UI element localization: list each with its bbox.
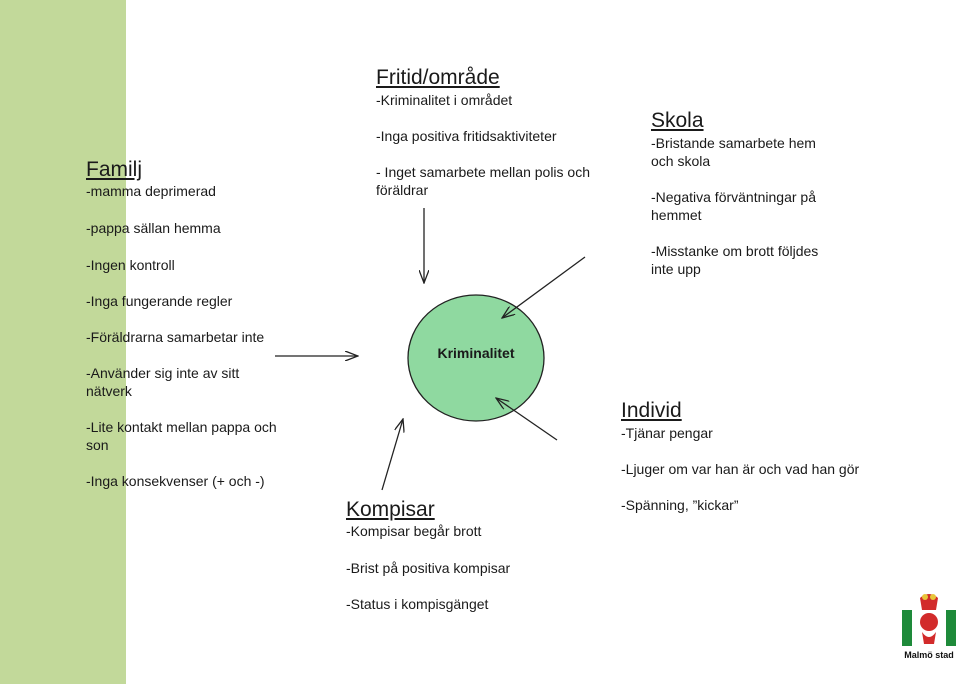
familj-heading: Familj bbox=[86, 158, 142, 181]
fritid-item: -Inga positiva fritidsaktiviteter bbox=[376, 128, 557, 144]
arrow-from-skola bbox=[502, 256, 586, 318]
green-sidebar bbox=[0, 0, 126, 684]
skola-item: -Bristande samarbete hem och skola bbox=[651, 135, 816, 169]
kompisar-heading: Kompisar bbox=[346, 498, 435, 521]
familj-item: -Lite kontakt mellan pappa och son bbox=[86, 419, 277, 453]
kompisar-item: -Kompisar begår brott bbox=[346, 523, 482, 539]
individ-heading: Individ bbox=[621, 399, 682, 422]
malmo-stad-logo-text: Malmö stad bbox=[904, 650, 954, 660]
arrow-from-kompisar bbox=[381, 419, 403, 491]
individ-item: -Ljuger om var han är och vad han gör bbox=[621, 461, 860, 477]
kriminalitet-circle bbox=[407, 294, 545, 422]
kriminalitet-label: Kriminalitet bbox=[437, 345, 515, 361]
familj-item: -Föräldrarna samarbetar inte bbox=[86, 329, 265, 345]
fritid-heading: Fritid/område bbox=[376, 66, 500, 89]
skola-item: -Negativa förväntningar på hemmet bbox=[651, 189, 816, 223]
skola-item: -Misstanke om brott följdes inte upp bbox=[651, 243, 819, 277]
individ-item: -Spänning, ”kickar” bbox=[621, 497, 739, 513]
familj-item: -Använder sig inte av sitt nätverk bbox=[86, 365, 240, 399]
familj-item: -Inga konsekvenser (+ och -) bbox=[86, 473, 265, 489]
kompisar-item: -Status i kompisgänget bbox=[346, 596, 489, 612]
familj-item: -mamma deprimerad bbox=[86, 183, 216, 199]
arrow-from-individ bbox=[496, 398, 558, 441]
malmo-stad-crest-icon bbox=[902, 594, 956, 646]
familj-item: -Inga fungerande regler bbox=[86, 293, 233, 309]
individ-item: -Tjänar pengar bbox=[621, 425, 713, 441]
kompisar-item: -Brist på positiva kompisar bbox=[346, 560, 511, 576]
familj-item: -Ingen kontroll bbox=[86, 257, 175, 273]
familj-item: -pappa sällan hemma bbox=[86, 220, 221, 236]
familj-block: Familj bbox=[86, 158, 286, 182]
fritid-item: -Kriminalitet i området bbox=[376, 92, 513, 108]
fritid-item: - Inget samarbete mellan polis och föräl… bbox=[376, 164, 590, 198]
skola-heading: Skola bbox=[651, 109, 704, 132]
